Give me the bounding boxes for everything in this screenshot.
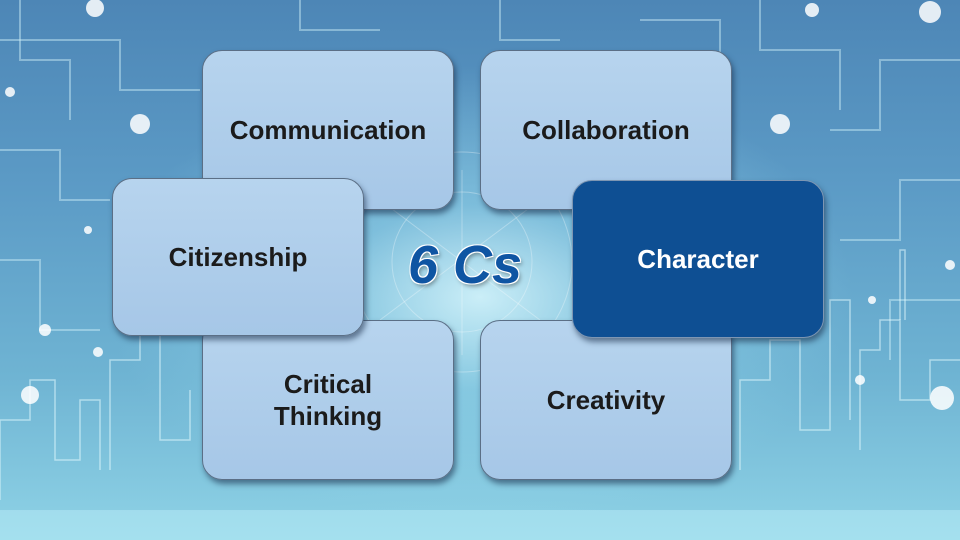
character-box: Character xyxy=(572,180,824,338)
communication-label: Communication xyxy=(229,115,427,145)
collaboration-label: Collaboration xyxy=(522,115,690,145)
creativity-label: Creativity xyxy=(546,385,666,415)
citizenship-box: Citizenship xyxy=(112,178,364,336)
critical-thinking-label: Critical Thinking xyxy=(273,369,383,431)
character-label: Character xyxy=(637,244,759,274)
center-title: 6 Cs xyxy=(407,235,523,295)
creativity-box: Creativity xyxy=(480,320,732,480)
citizenship-label: Citizenship xyxy=(168,242,308,272)
critical-thinking-box: Critical Thinking xyxy=(202,320,454,480)
